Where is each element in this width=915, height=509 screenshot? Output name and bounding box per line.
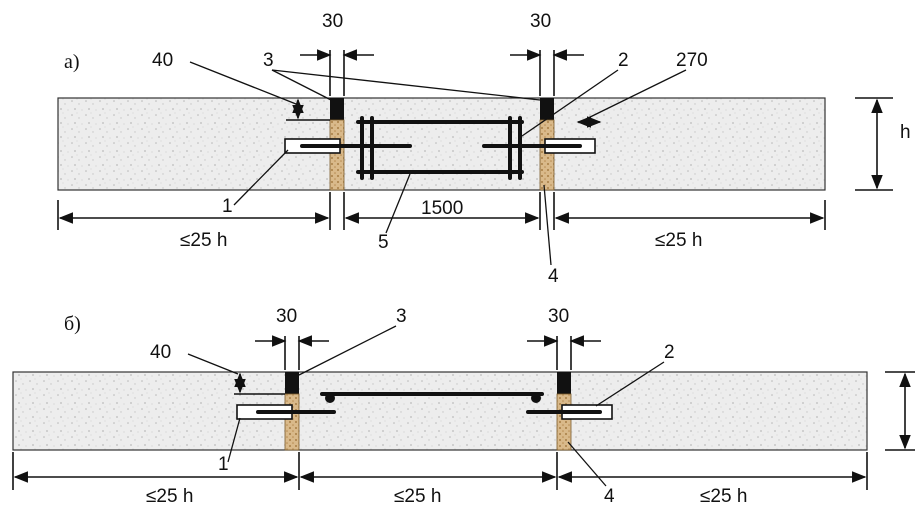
panel-b-bar-end-left [325, 393, 335, 403]
panel-a-callout-5: 5 [378, 232, 389, 253]
panel-b-callout-1: 1 [218, 454, 229, 475]
panel-a-callout-4: 4 [548, 266, 559, 287]
panel-a-dim-right: ≤25 h [655, 230, 702, 251]
panel-a: а) 30 30 [57, 11, 911, 287]
panel-b-left-sealant [285, 372, 299, 394]
panel-a-dim-gap-left: 30 [322, 11, 343, 32]
panel-b-callout-4: 4 [604, 486, 615, 507]
panel-b-dim-left: ≤25 h [146, 486, 193, 507]
panel-a-dim-plate: 270 [676, 50, 708, 71]
panel-a-dim-gap-right: 30 [530, 11, 551, 32]
panel-b-label: б) [64, 313, 81, 335]
panel-a-dim-left: ≤25 h [180, 230, 227, 251]
panel-b-dim-right: ≤25 h [700, 486, 747, 507]
panel-a-right-filler [539, 119, 555, 191]
panel-a-callout-1: 1 [222, 196, 233, 217]
panel-b-callout-2: 2 [664, 342, 675, 363]
panel-b-dim-top: 40 [150, 342, 171, 363]
panel-b-callout-3: 3 [396, 306, 407, 327]
panel-b-left-filler [284, 393, 300, 451]
panel-b: б) 30 30 3 40 [12, 306, 915, 507]
panel-a-callout-2: 2 [618, 50, 629, 71]
panel-a-dim-top: 40 [152, 50, 173, 71]
panel-a-label: а) [64, 51, 80, 73]
panel-a-left-sealant [330, 98, 344, 120]
panel-a-dim-span: 1500 [421, 198, 463, 219]
panel-b-bar-end-right [531, 393, 541, 403]
panel-a-callout-3: 3 [263, 50, 274, 71]
panel-a-slab [57, 97, 826, 191]
panel-a-dim-height: h [900, 122, 911, 143]
panel-b-dim-gap-left: 30 [276, 306, 297, 327]
panel-a-cage [356, 116, 524, 180]
panel-b-right-sealant [557, 372, 571, 394]
panel-a-left-filler [329, 119, 345, 191]
panel-b-dim-gap-right: 30 [548, 306, 569, 327]
panel-a-right-sealant [540, 98, 554, 120]
panel-b-slab [12, 371, 868, 451]
panel-b-right-filler [556, 393, 572, 451]
panel-b-dim-middle: ≤25 h [394, 486, 441, 507]
